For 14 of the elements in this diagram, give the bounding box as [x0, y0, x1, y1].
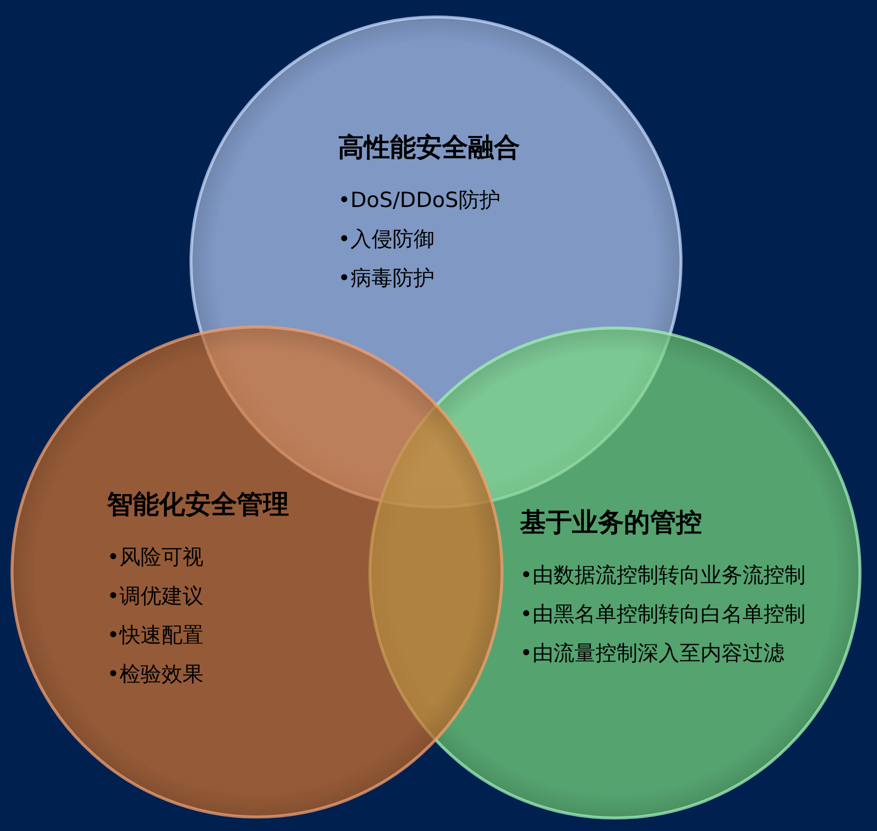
- bullet-item: •调优建议: [107, 583, 204, 610]
- venn-circle: [10, 325, 504, 819]
- bullet-item: •DoS/DDoS防护: [338, 187, 502, 214]
- bullet-item: •由数据流控制转向业务流控制: [520, 562, 806, 589]
- bullet-item: •由流量控制深入至内容过滤: [520, 640, 786, 667]
- bullet-item: •风险可视: [107, 544, 204, 571]
- circle-heading: 基于业务的管控: [520, 507, 703, 539]
- bullet-item: •快速配置: [107, 622, 204, 649]
- bullet-item: •入侵防御: [338, 226, 436, 253]
- bullet-item: •检验效果: [107, 661, 204, 688]
- bullet-item: •病毒防护: [338, 265, 436, 292]
- circle-heading: 高性能安全融合: [338, 132, 520, 164]
- bullet-item: •由黑名单控制转向白名单控制: [520, 601, 806, 628]
- circle-heading: 智能化安全管理: [107, 489, 289, 521]
